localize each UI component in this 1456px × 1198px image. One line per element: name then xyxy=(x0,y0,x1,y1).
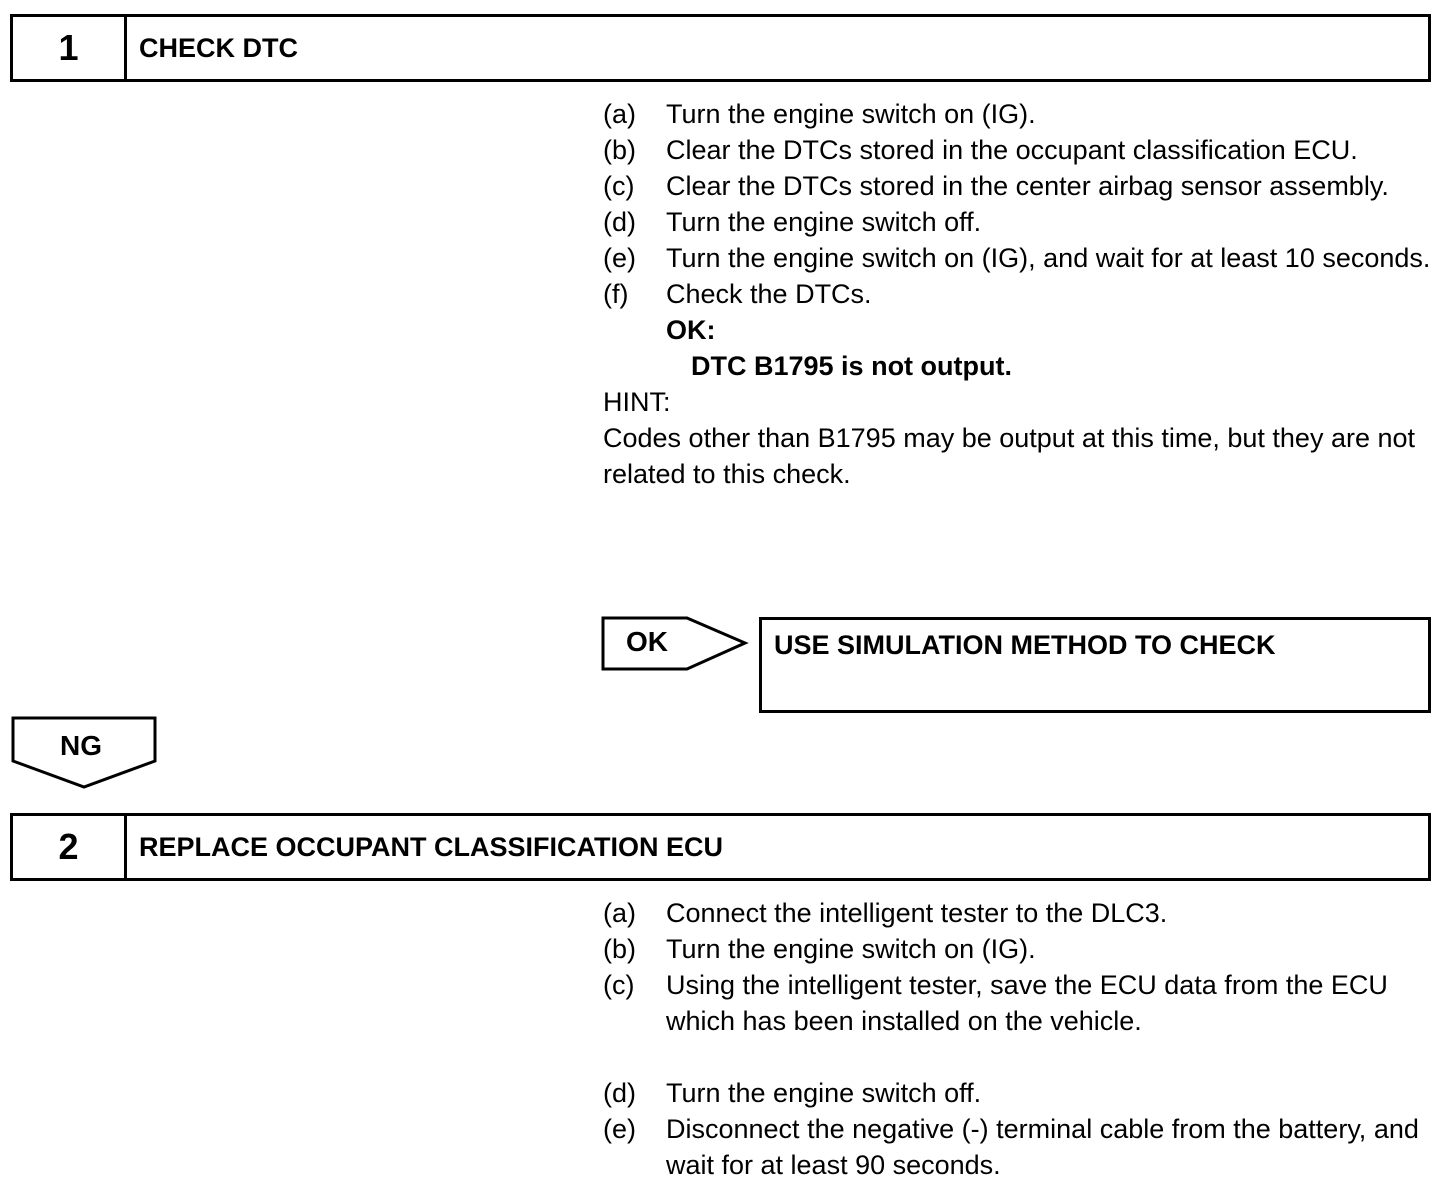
step-2-content: (a) Connect the intelligent tester to th… xyxy=(603,895,1433,1183)
item-text: Turn the engine switch off. xyxy=(666,207,982,237)
item-label: (f) xyxy=(603,279,629,309)
item-label: (e) xyxy=(603,243,636,273)
list-item: (d) Turn the engine switch off. xyxy=(603,1075,1433,1111)
item-text: Check the DTCs. xyxy=(666,279,872,309)
list-item: (c) Using the intelligent tester, save t… xyxy=(603,967,1433,1039)
item-label: (c) xyxy=(603,970,635,1000)
list-item: (e) Disconnect the negative (-) terminal… xyxy=(603,1111,1433,1183)
item-text: Clear the DTCs stored in the center airb… xyxy=(666,171,1389,201)
step-title: CHECK DTC xyxy=(139,32,298,63)
ok-criteria-label: OK: xyxy=(666,315,716,345)
step-number: 2 xyxy=(13,816,127,878)
item-label: (d) xyxy=(603,1078,636,1108)
step-number: 1 xyxy=(13,17,127,79)
list-item: (d) Turn the engine switch off. xyxy=(603,204,1433,240)
item-label: (e) xyxy=(603,1114,636,1144)
list-item: (c) Clear the DTCs stored in the center … xyxy=(603,168,1433,204)
step-1-header: 1 CHECK DTC xyxy=(10,14,1431,82)
item-label: (b) xyxy=(603,934,636,964)
list-item: (f) Check the DTCs. xyxy=(603,276,1433,312)
ok-criteria-value: DTC B1795 is not output. xyxy=(691,351,1013,381)
ng-arrow-label: NG xyxy=(60,730,102,761)
item-label: (a) xyxy=(603,99,636,129)
item-text: Disconnect the negative (-) terminal cab… xyxy=(666,1114,1419,1180)
item-text: Turn the engine switch off. xyxy=(666,1078,982,1108)
item-label: (b) xyxy=(603,135,636,165)
step-2-header: 2 REPLACE OCCUPANT CLASSIFICATION ECU xyxy=(10,813,1431,881)
item-label: (a) xyxy=(603,898,636,928)
item-text: Turn the engine switch on (IG). xyxy=(666,99,1036,129)
list-item: (b) Turn the engine switch on (IG). xyxy=(603,931,1433,967)
item-text: Turn the engine switch on (IG), and wait… xyxy=(666,243,1431,273)
hint-text: Codes other than B1795 may be output at … xyxy=(603,423,1416,489)
list-item: (b) Clear the DTCs stored in the occupan… xyxy=(603,132,1433,168)
step-1-content: (a) Turn the engine switch on (IG). (b) … xyxy=(603,96,1433,492)
ok-arrow-label: OK xyxy=(626,626,668,657)
spacer xyxy=(603,1039,1433,1075)
list-item: (a) Turn the engine switch on (IG). xyxy=(603,96,1433,132)
item-label: (c) xyxy=(603,171,635,201)
step-title: REPLACE OCCUPANT CLASSIFICATION ECU xyxy=(139,831,724,862)
ok-result-box: USE SIMULATION METHOD TO CHECK xyxy=(759,617,1431,713)
hint-label: HINT: xyxy=(603,387,671,417)
item-text: Turn the engine switch on (IG). xyxy=(666,934,1036,964)
item-text: Connect the intelligent tester to the DL… xyxy=(666,898,1168,928)
item-label: (d) xyxy=(603,207,636,237)
item-text: Using the intelligent tester, save the E… xyxy=(666,970,1388,1036)
ng-arrow-icon xyxy=(11,716,157,789)
list-item: (e) Turn the engine switch on (IG), and … xyxy=(603,240,1433,276)
item-text: Clear the DTCs stored in the occupant cl… xyxy=(666,135,1358,165)
list-item: (a) Connect the intelligent tester to th… xyxy=(603,895,1433,931)
ok-arrow-icon xyxy=(601,616,749,671)
